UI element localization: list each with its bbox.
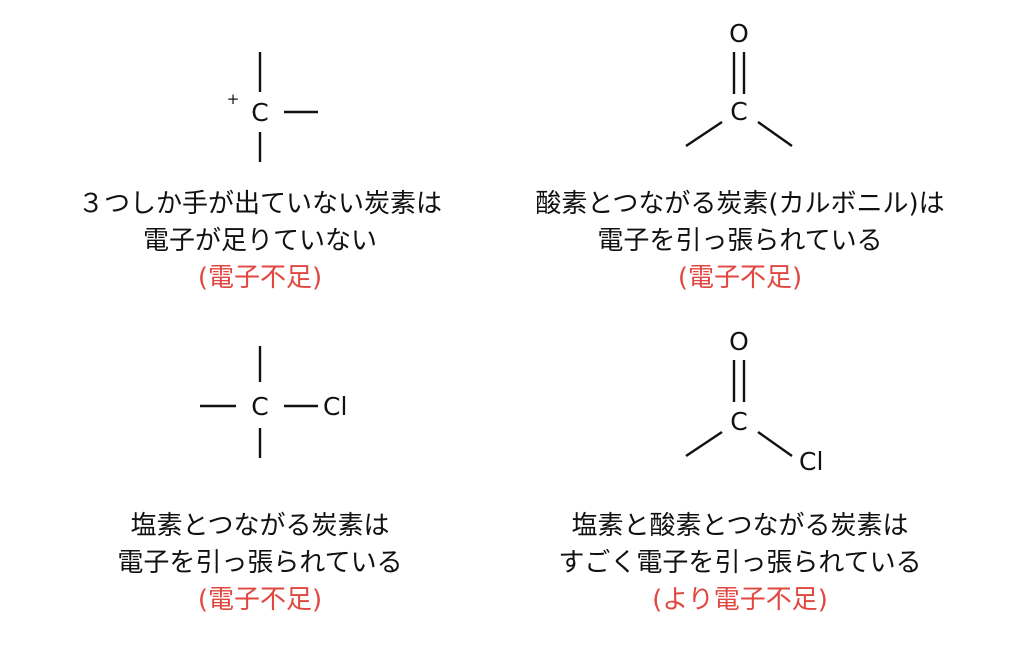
chlorine-atom: Cl xyxy=(323,392,347,421)
caption-line: 電子を引っ張られている xyxy=(597,226,883,256)
bond-lower-right xyxy=(757,431,793,457)
chloroalkane-structure: C Cl xyxy=(200,346,347,458)
carbon-atom: C xyxy=(251,98,268,127)
chloroalkane-caption: 塩素とつながる炭素は 電子を引っ張られている (電子不足) xyxy=(40,508,480,619)
carbonyl-structure: O C xyxy=(685,19,793,147)
caption-line: 塩素とつながる炭素は xyxy=(130,511,390,541)
carbon-atom: C xyxy=(730,97,747,126)
carbonyl-caption: 酸素とつながる炭素(カルボニル)は 電子を引っ張られている (電子不足) xyxy=(500,186,980,297)
oxygen-atom: O xyxy=(729,327,749,356)
bond-lower-right xyxy=(757,121,793,147)
caption-line: 電子が足りていない xyxy=(142,226,377,256)
acyl-chloride-structure: O C Cl xyxy=(685,327,823,476)
carbocation-structure: C + xyxy=(227,52,318,162)
electron-deficiency-note: (電子不足) xyxy=(677,263,803,293)
electron-deficiency-note: (電子不足) xyxy=(197,263,323,293)
bond-lower-left xyxy=(685,431,723,457)
electron-deficiency-note: (より電子不足) xyxy=(652,585,828,615)
carbon-atom: C xyxy=(251,392,268,421)
caption-line: 酸素とつながる炭素(カルボニル)は xyxy=(535,189,945,219)
electron-deficiency-note: (電子不足) xyxy=(197,585,323,615)
caption-line: 電子を引っ張られている xyxy=(117,548,403,578)
acyl-chloride-caption: 塩素と酸素とつながる炭素は すごく電子を引っ張られている (より電子不足) xyxy=(500,508,980,619)
oxygen-atom: O xyxy=(729,19,749,48)
caption-line: 塩素と酸素とつながる炭素は xyxy=(571,511,909,541)
caption-line: すごく電子を引っ張られている xyxy=(558,548,922,578)
caption-line: ３つしか手が出ていない炭素は xyxy=(77,189,442,219)
bond-lower-left xyxy=(685,121,723,147)
positive-charge: + xyxy=(227,90,240,108)
carbocation-caption: ３つしか手が出ていない炭素は 電子が足りていない (電子不足) xyxy=(40,186,480,297)
carbon-atom: C xyxy=(730,407,747,436)
chlorine-atom: Cl xyxy=(799,447,823,476)
